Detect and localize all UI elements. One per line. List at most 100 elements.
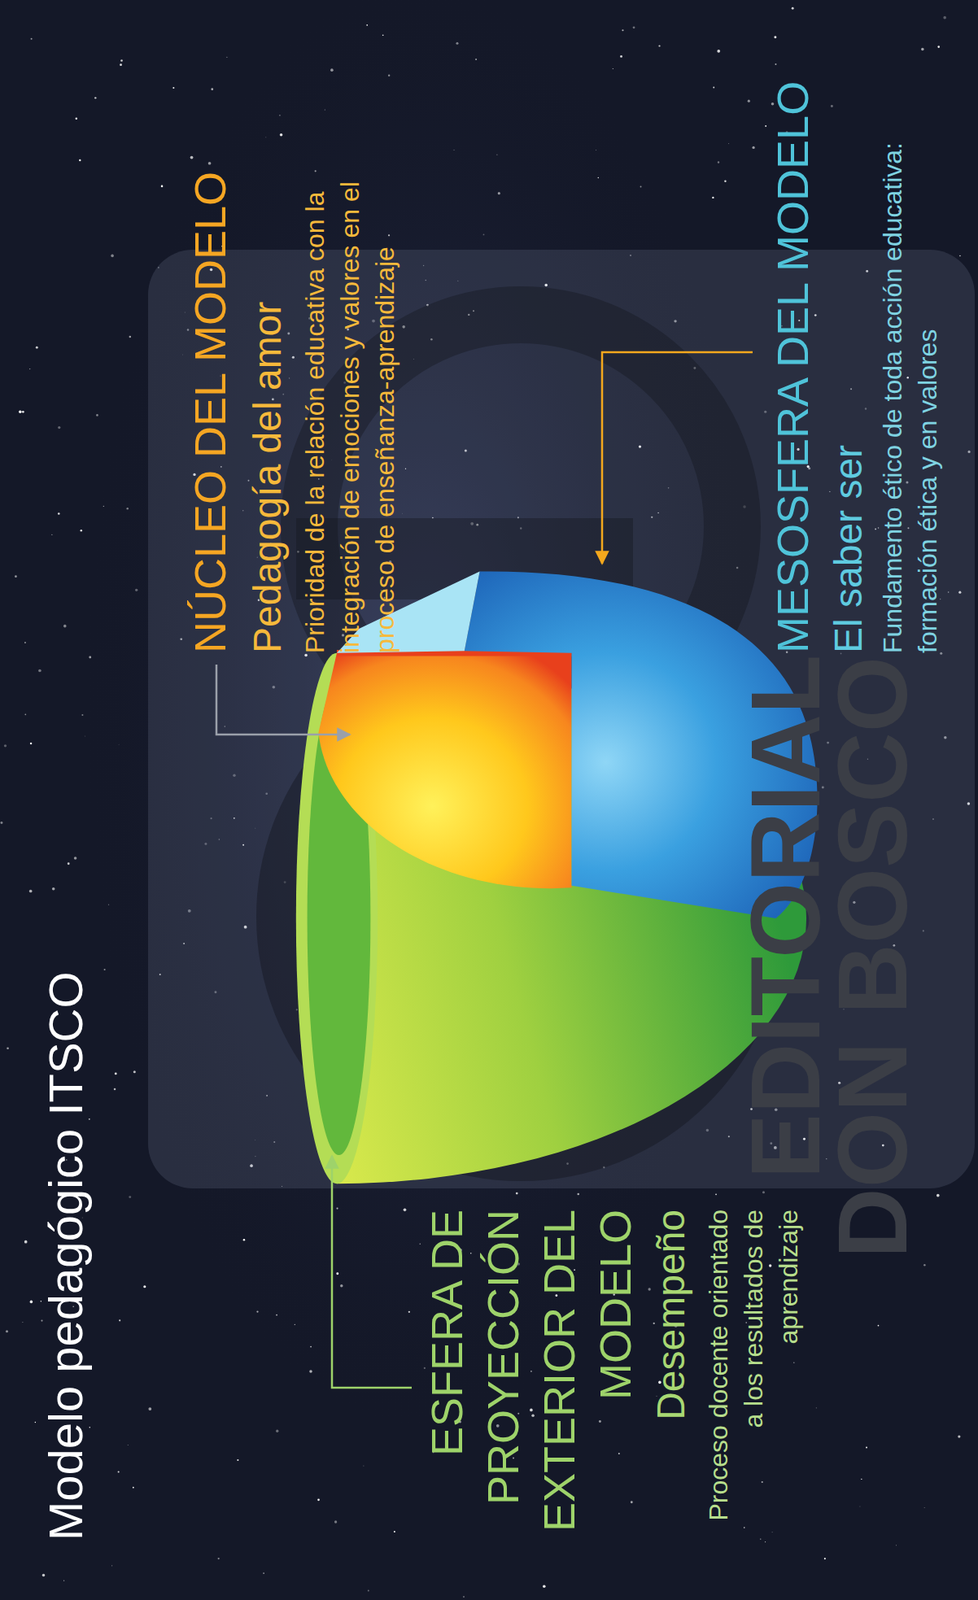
star — [4, 744, 7, 747]
star — [314, 170, 317, 172]
star — [84, 735, 87, 738]
star — [334, 1520, 337, 1524]
star — [88, 656, 92, 660]
star — [309, 1370, 313, 1374]
star — [128, 1196, 131, 1199]
star — [408, 1311, 411, 1314]
star — [117, 743, 120, 746]
star — [24, 1240, 28, 1245]
star — [29, 368, 31, 370]
star — [143, 1285, 146, 1288]
star — [618, 1453, 620, 1455]
star — [275, 1430, 279, 1433]
star — [279, 133, 284, 137]
star — [190, 156, 194, 160]
star — [5, 1330, 9, 1333]
callout-text: Prioridad de la relación educativa con l… — [297, 165, 404, 654]
star — [129, 336, 132, 339]
star — [496, 154, 498, 156]
star — [208, 161, 212, 166]
star — [859, 1506, 861, 1508]
leader-line — [216, 664, 350, 735]
star — [633, 26, 636, 29]
title: Modelo pedagógico ITSCO — [37, 808, 95, 1542]
star — [108, 904, 110, 906]
callout-heading: ESFERA DE PROYECCIÓN EXTERIOR DEL MODELO — [419, 1209, 644, 1568]
star — [531, 1414, 535, 1418]
star — [382, 34, 385, 36]
star — [78, 159, 81, 162]
star — [793, 1362, 795, 1364]
star — [51, 534, 53, 536]
star — [761, 1481, 764, 1484]
star — [762, 1191, 765, 1194]
star — [877, 1325, 880, 1328]
star — [294, 1324, 296, 1326]
star — [497, 192, 501, 195]
star — [243, 1239, 246, 1242]
star — [768, 1264, 772, 1267]
star — [24, 713, 27, 716]
callout-subheading: Pedagogía del amor — [244, 83, 292, 654]
star — [860, 1479, 862, 1481]
star — [542, 1584, 546, 1589]
star — [275, 1314, 278, 1317]
star — [21, 410, 25, 414]
star — [630, 1501, 634, 1504]
callout-heading: MESOSFERA DEL MODELO — [766, 34, 820, 654]
star — [127, 1445, 129, 1446]
star — [619, 55, 623, 58]
star — [96, 414, 99, 417]
star — [133, 1070, 136, 1074]
star — [35, 346, 39, 350]
star — [816, 1407, 817, 1409]
star — [34, 1422, 36, 1424]
star — [483, 234, 485, 236]
star — [923, 1507, 926, 1510]
star — [111, 1565, 113, 1567]
star — [728, 142, 730, 145]
star — [923, 1264, 926, 1267]
star — [336, 1272, 339, 1275]
star — [388, 74, 390, 76]
star — [14, 575, 18, 578]
star — [774, 63, 777, 66]
star — [759, 1538, 761, 1540]
star — [475, 58, 477, 61]
star — [118, 1319, 121, 1322]
star — [38, 669, 42, 673]
star — [24, 641, 27, 644]
star — [119, 63, 123, 66]
star — [218, 1558, 220, 1560]
star — [462, 1596, 465, 1598]
star — [57, 512, 61, 516]
callout-text: Proceso docente orientado a los resultad… — [701, 1209, 808, 1532]
star — [63, 1580, 65, 1582]
star — [323, 109, 326, 111]
star — [309, 1346, 312, 1349]
star — [114, 1072, 118, 1075]
star — [943, 16, 947, 20]
star — [18, 410, 22, 414]
star — [52, 887, 56, 891]
star — [265, 136, 267, 138]
star — [612, 68, 614, 70]
star — [959, 255, 961, 258]
star — [29, 890, 33, 894]
star — [57, 426, 61, 429]
star — [30, 742, 32, 745]
star — [921, 48, 924, 51]
star — [6, 1047, 9, 1050]
star — [715, 1193, 717, 1196]
core — [318, 653, 572, 889]
star — [640, 186, 642, 188]
star — [621, 29, 624, 31]
star-field — [0, 7, 970, 1598]
star — [67, 862, 70, 865]
star — [751, 146, 755, 149]
star — [279, 114, 281, 117]
star — [30, 38, 33, 40]
star — [110, 254, 114, 258]
star — [262, 1572, 265, 1575]
star — [366, 24, 368, 27]
